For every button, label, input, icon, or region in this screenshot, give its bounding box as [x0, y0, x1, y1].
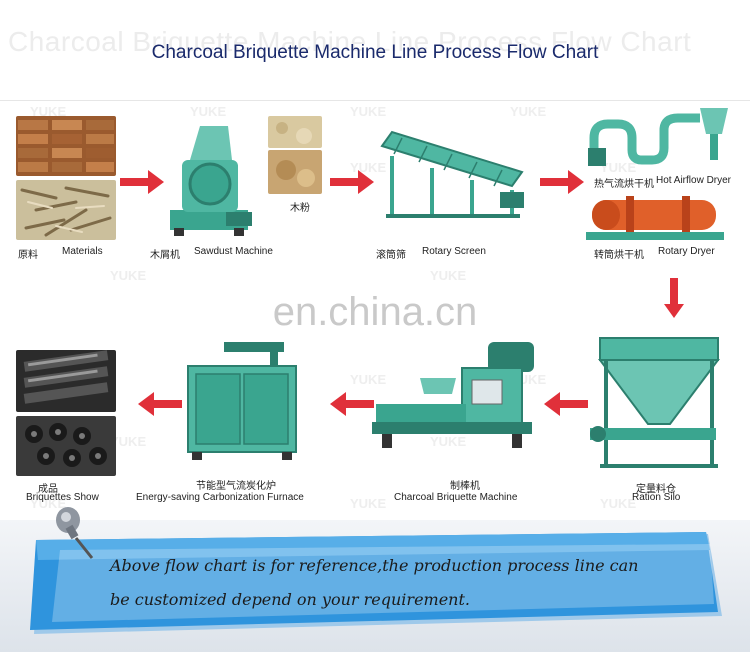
rotary-screen-label-cn: 滚筒筛 [376, 246, 406, 261]
ration-silo-label-en: Ration Silo [632, 492, 680, 503]
materials-label-cn: 原料 [18, 246, 38, 261]
sawdust-machine-image [160, 120, 260, 240]
arrow-down-icon [664, 278, 684, 318]
rotary-dryer-image [586, 190, 726, 242]
ration-silo-image [590, 328, 730, 476]
watermark-yuke: YUKE [110, 268, 146, 283]
arrow-right-icon [540, 170, 584, 194]
hot-airflow-dryer-label-cn: 热气流烘干机 [594, 175, 654, 190]
watermark-yuke: YUKE [430, 268, 466, 283]
sawdust-machine-label-cn: 木屑机 [150, 246, 180, 261]
wood-chips-image [16, 180, 116, 240]
note-line-2: be customized depend on your requirement… [110, 590, 470, 609]
note-line-1: Above flow chart is for reference,the pr… [110, 556, 638, 575]
briquette-machine-label-en: Charcoal Briquette Machine [394, 492, 517, 503]
arrow-left-icon [138, 392, 182, 416]
wood-blocks-image [16, 116, 116, 176]
briquettes-show-label-en: Briquettes Show [26, 492, 99, 503]
briquette-machine-label-cn: 制棒机 [450, 477, 480, 492]
rotary-screen-label-en: Rotary Screen [422, 246, 486, 257]
arrow-left-icon [330, 392, 374, 416]
rotary-dryer-label-cn: 转筒烘干机 [594, 246, 644, 261]
watermark-yuke: YUKE [350, 496, 386, 511]
push-pin-icon [52, 504, 100, 560]
briquettes-image [16, 350, 116, 412]
materials-label-en: Materials [62, 246, 103, 257]
carbonization-furnace-label-en: Energy-saving Carbonization Furnace [136, 492, 304, 503]
briquette-machine-image [372, 338, 552, 458]
arrow-right-icon [330, 170, 374, 194]
hot-airflow-dryer-label-en: Hot Airflow Dryer [656, 175, 731, 186]
carbonization-furnace-image [184, 340, 302, 462]
hot-airflow-dryer-image [588, 104, 738, 170]
arrow-right-icon [120, 170, 164, 194]
sawdust-label-cn: 木粉 [290, 199, 310, 214]
arrow-left-icon [544, 392, 588, 416]
page-title: Charcoal Briquette Machine Line Process … [0, 42, 750, 64]
sawdust-image [268, 150, 322, 194]
briquettes-image [16, 416, 116, 476]
sawdust-machine-label-en: Sawdust Machine [194, 246, 273, 257]
rotary-dryer-label-en: Rotary Dryer [658, 246, 715, 257]
rotary-screen-image [372, 116, 532, 226]
divider [0, 100, 750, 101]
carbonization-furnace-label-cn: 节能型气流炭化炉 [196, 477, 276, 492]
watermark-yuke: YUKE [600, 496, 636, 511]
watermark-yuke: YUKE [190, 104, 226, 119]
note-banner [20, 530, 730, 640]
sawdust-image [268, 116, 322, 148]
